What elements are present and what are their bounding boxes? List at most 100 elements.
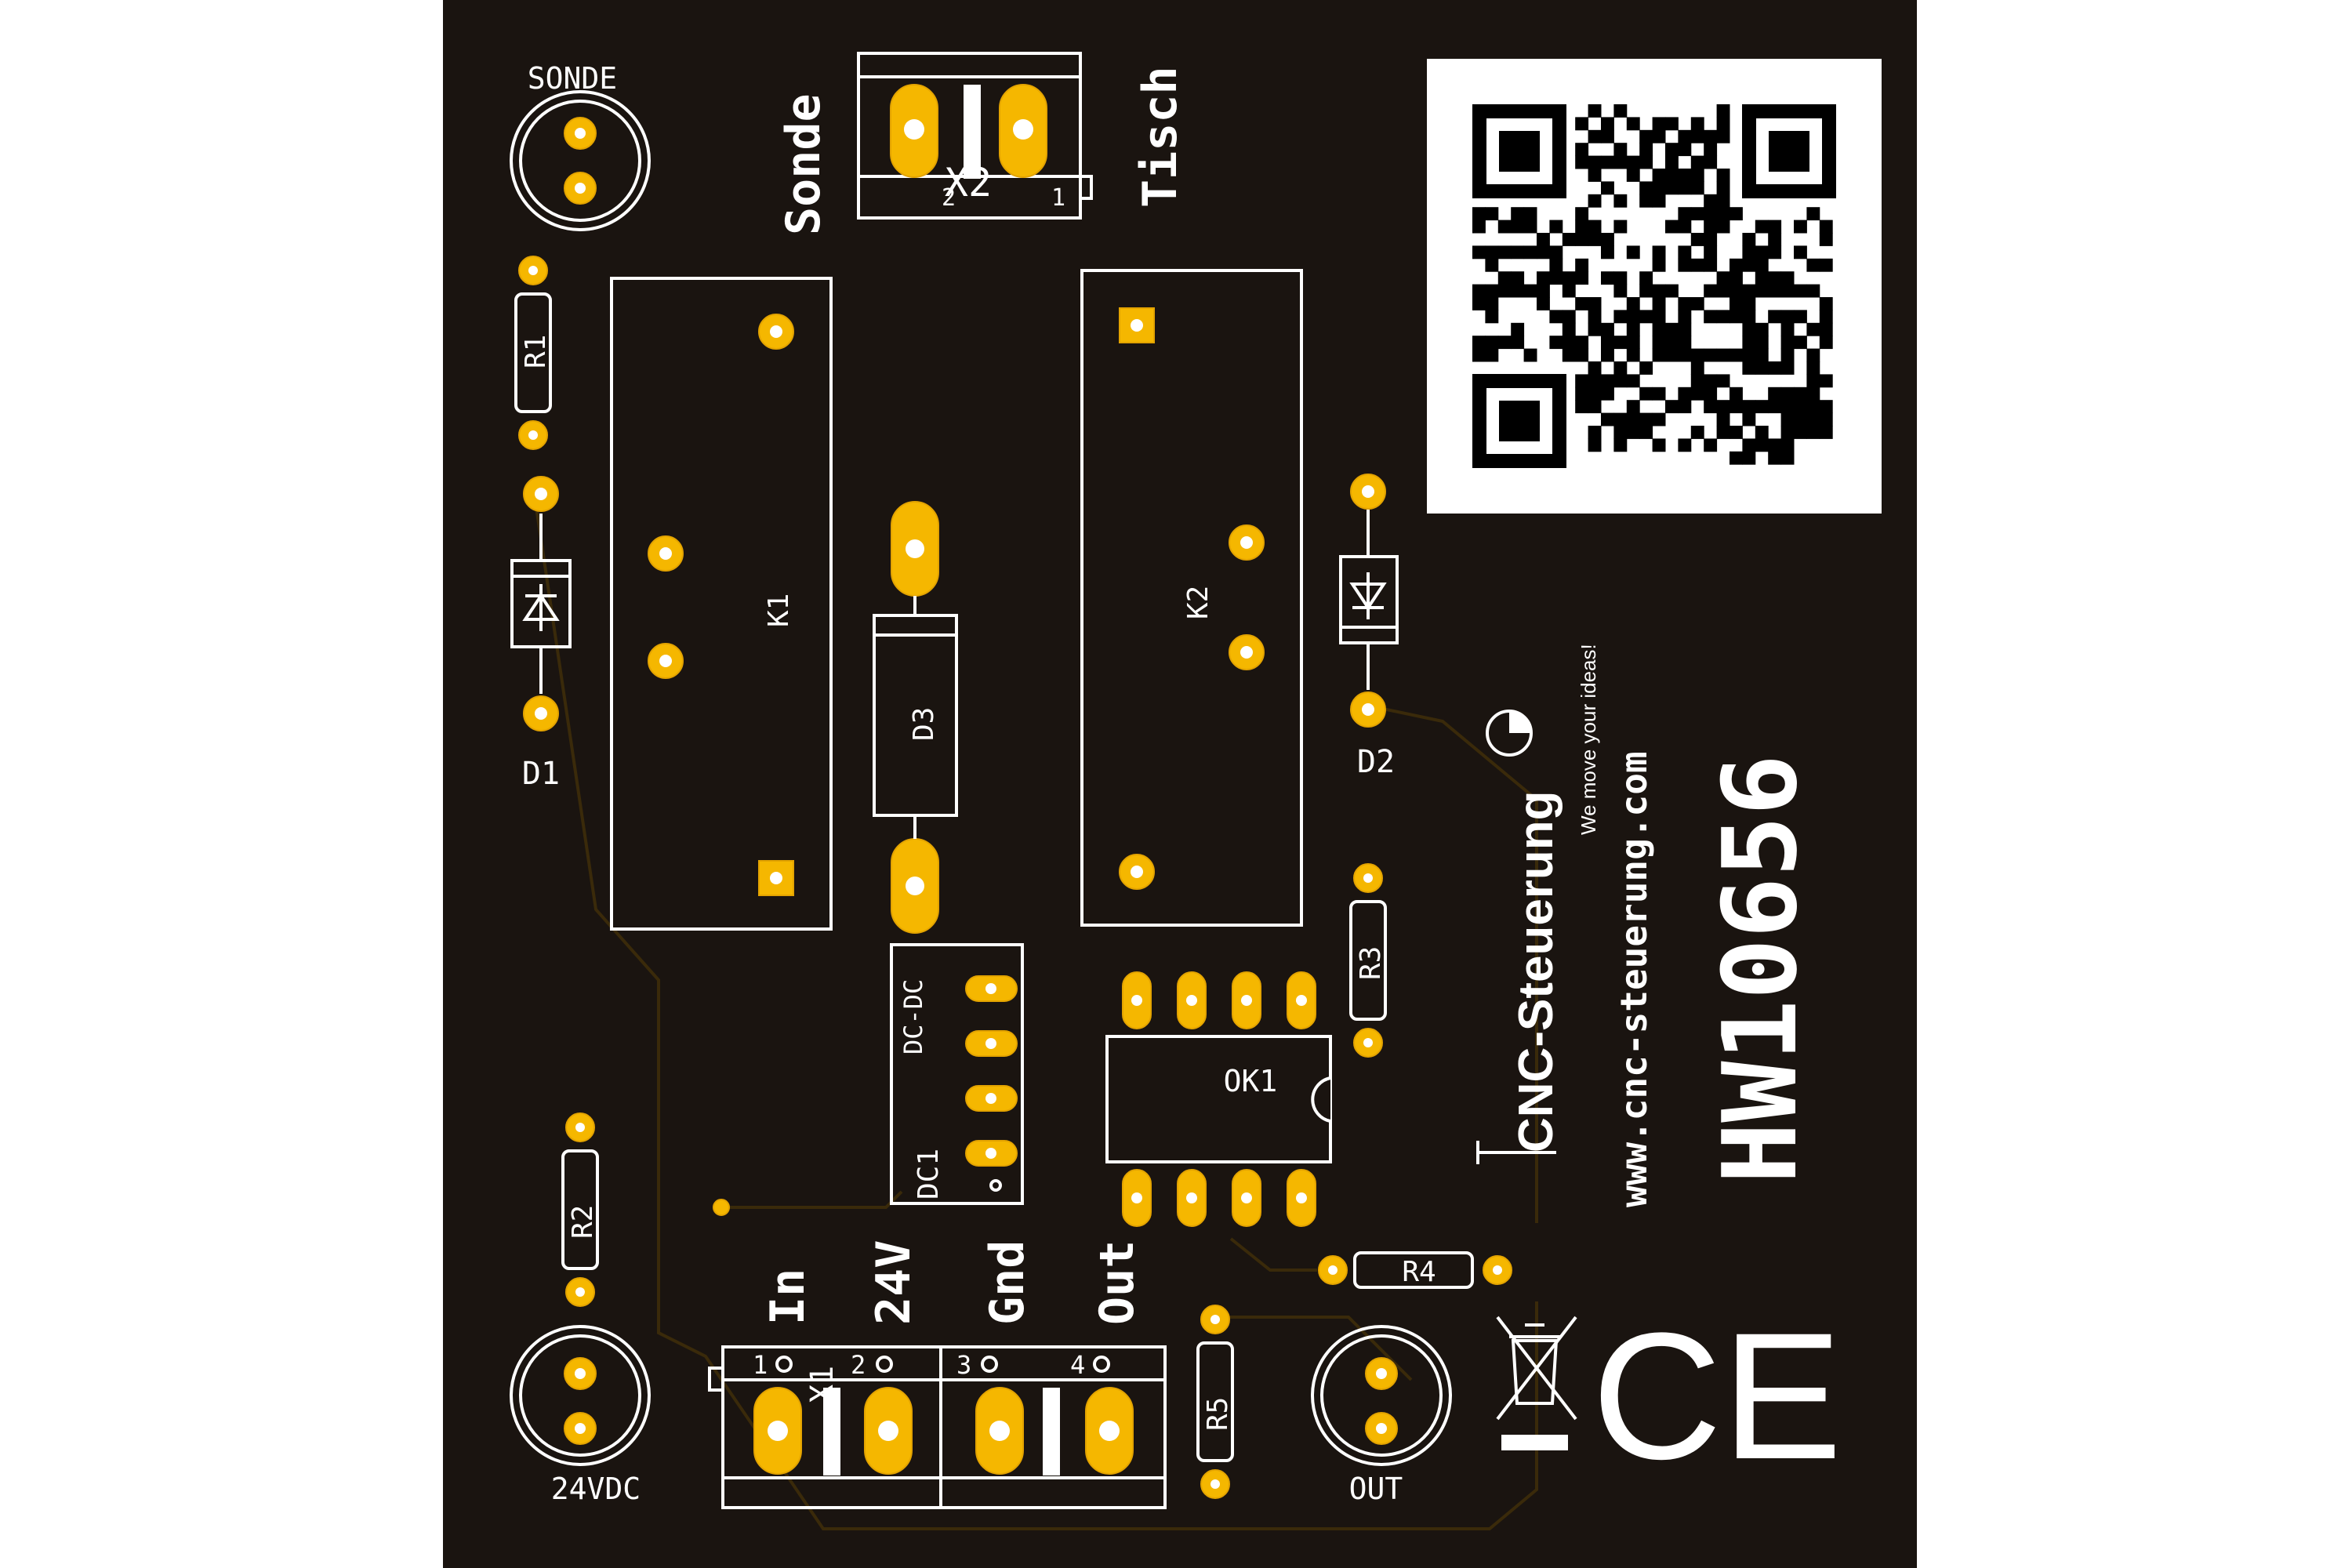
qr-module [1794,336,1807,350]
r2-resistor: R2 [561,1112,599,1307]
qr-module [1575,297,1589,310]
qr-module [1613,336,1628,350]
qr-module [1549,258,1563,272]
qr-module [1485,310,1499,324]
qr-module [1806,400,1820,414]
x2-pin2-label: 2 [942,184,956,212]
qr-module [1485,258,1499,272]
qr-module [1665,348,1679,362]
qr-module [1485,348,1499,362]
qr-module [1716,374,1730,388]
qr-module [1665,117,1679,131]
qr-module [1742,400,1756,414]
qr-module [1613,361,1628,375]
qr-module [1678,169,1692,182]
x2-pin1-label: 1 [1051,184,1065,212]
qr-module [1730,387,1743,401]
qr-module [1639,194,1653,208]
qr-module [1755,271,1769,285]
qr-module [1652,322,1666,336]
qr-module [1780,426,1795,439]
brand-logo-text: CNC-Steuerung [1509,790,1563,1152]
qr-module [1511,271,1525,285]
qr-module [1562,322,1576,336]
qr-module [1819,400,1833,414]
qr-module [1716,194,1730,208]
qr-module [1588,387,1602,401]
qr-module [1819,336,1833,350]
qr-module [1768,245,1782,260]
r1-label: R1 [520,335,552,368]
d1-diode: D1 [510,476,572,792]
weee-bin-icon [1496,1316,1577,1450]
qr-module [1575,387,1589,401]
qr-module [1704,258,1718,272]
qr-module [1588,104,1602,118]
qr-module [1780,451,1795,465]
qr-module [1794,310,1807,324]
qr-module [1678,336,1692,350]
qr-module [1819,233,1833,246]
r4-resistor: R4 [1318,1251,1512,1289]
qr-module [1690,207,1704,221]
qr-module [1511,336,1525,350]
supply-connector-label: 24VDC [551,1472,641,1506]
qr-module [1819,412,1833,426]
qr-module [1716,310,1730,324]
qr-module [1755,426,1769,439]
qr-module [1588,361,1602,375]
qr-module [1588,400,1602,414]
qr-module [1652,284,1666,298]
qr-module [1613,412,1628,426]
qr-module [1755,322,1769,336]
qr-module [1588,129,1602,143]
qr-module [1704,220,1718,234]
qr-module [1819,322,1833,336]
qr-module [1678,322,1692,336]
qr-module [1755,336,1769,350]
qr-module [1652,297,1666,310]
qr-module [1588,220,1602,234]
qr-module [1704,374,1718,388]
qr-module [1523,207,1537,221]
copper-traces [532,485,1538,1530]
qr-module [1690,129,1704,143]
qr-module [1742,258,1756,272]
x2-ref-label: X2 [945,160,992,205]
qr-module [1780,400,1795,414]
qr-module [1652,438,1666,452]
qr-module [1768,438,1782,452]
ok1-label: OK1 [1224,1064,1278,1098]
qr-module [1601,412,1614,426]
qr-module [1497,284,1512,298]
qr-module [1652,129,1666,143]
qr-module [1716,117,1730,131]
qr-module [1780,336,1795,350]
qr-module [1704,155,1718,169]
qr-module [1639,271,1653,285]
qr-module [1588,310,1602,324]
qr-module [1704,438,1718,452]
qr-module [1794,400,1807,414]
qr-module [1497,271,1512,285]
qr-module [1613,374,1628,388]
d2-diode: D2 [1339,474,1399,780]
qr-module [1588,155,1602,169]
qr-module [1626,426,1640,439]
qr-module [1652,169,1666,182]
qr-module [1690,233,1704,246]
qr-module [1601,117,1614,131]
qr-module [1588,426,1602,439]
qr-module [1626,169,1640,182]
qr-module [1639,412,1653,426]
qr-module [1690,297,1704,310]
x1-pin-label: 1 [753,1350,768,1380]
qr-module [1613,284,1628,298]
qr-module [1601,129,1614,143]
qr-module [1652,348,1666,362]
qr-module [1806,348,1820,362]
qr-module [1690,258,1704,272]
qr-module [1806,361,1820,375]
qr-module [1562,348,1576,362]
x1-label-out: Out [1090,1240,1145,1325]
